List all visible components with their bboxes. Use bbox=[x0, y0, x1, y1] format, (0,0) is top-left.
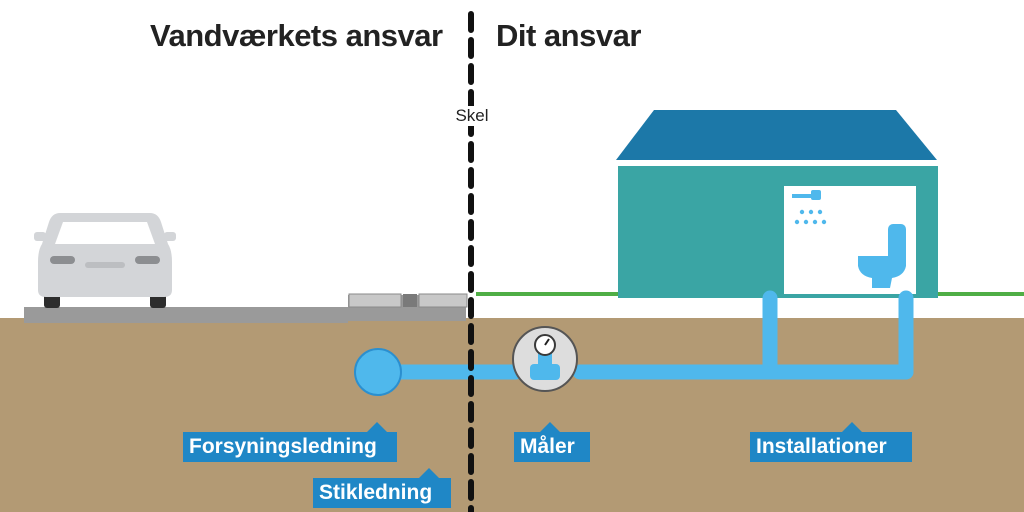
heading-utility-responsibility: Vandværkets ansvar bbox=[150, 18, 443, 53]
label-meter: Måler bbox=[514, 422, 590, 462]
toilet-icon bbox=[858, 224, 906, 288]
water-meter-icon bbox=[512, 326, 578, 392]
supply-main-pipe bbox=[354, 348, 402, 396]
curb-stone-2 bbox=[403, 294, 417, 307]
pipe-network bbox=[354, 290, 914, 396]
shower-icon bbox=[792, 190, 827, 225]
heading-owner-responsibility: Dit ansvar bbox=[496, 18, 641, 53]
curb-stone-1 bbox=[348, 293, 402, 308]
label-supply-main: Forsyningsledning bbox=[183, 422, 397, 462]
soil bbox=[0, 318, 1024, 512]
label-service-pipe: Stikledning bbox=[313, 468, 451, 508]
label-installations: Installationer bbox=[750, 422, 912, 462]
boundary-label: Skel bbox=[451, 106, 493, 126]
curb-stone-3 bbox=[418, 293, 468, 308]
car-icon bbox=[34, 213, 176, 308]
